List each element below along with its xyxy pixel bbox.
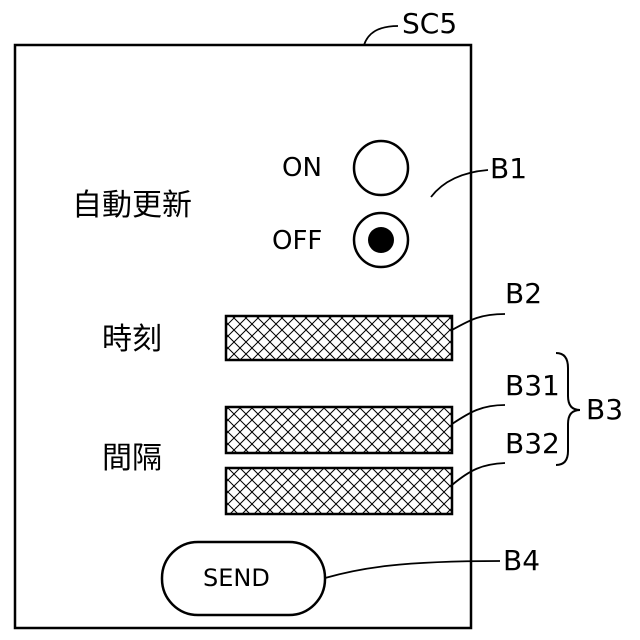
interval-field-1[interactable] [226,407,452,453]
b3-ref-label: B3 [586,396,623,424]
send-button-label[interactable]: SEND [203,566,270,590]
interval-field-2[interactable] [226,468,452,514]
on-label: ON [282,155,322,181]
auto-update-label: 自動更新 [72,191,192,221]
b32-ref-label: B32 [505,430,560,458]
time-field[interactable] [226,316,452,360]
time-label: 時刻 [102,325,162,355]
b2-ref-label: B2 [505,280,542,308]
radio-off-dot [368,227,394,253]
b4-ref-label: B4 [503,547,540,575]
interval-label: 間隔 [102,444,162,474]
off-label: OFF [272,228,322,254]
sc5-ref-label: SC5 [402,10,457,38]
radio-on[interactable] [354,141,408,195]
b1-ref-label: B1 [490,155,527,183]
b31-ref-label: B31 [505,372,560,400]
sc5-leader-line [364,26,398,45]
